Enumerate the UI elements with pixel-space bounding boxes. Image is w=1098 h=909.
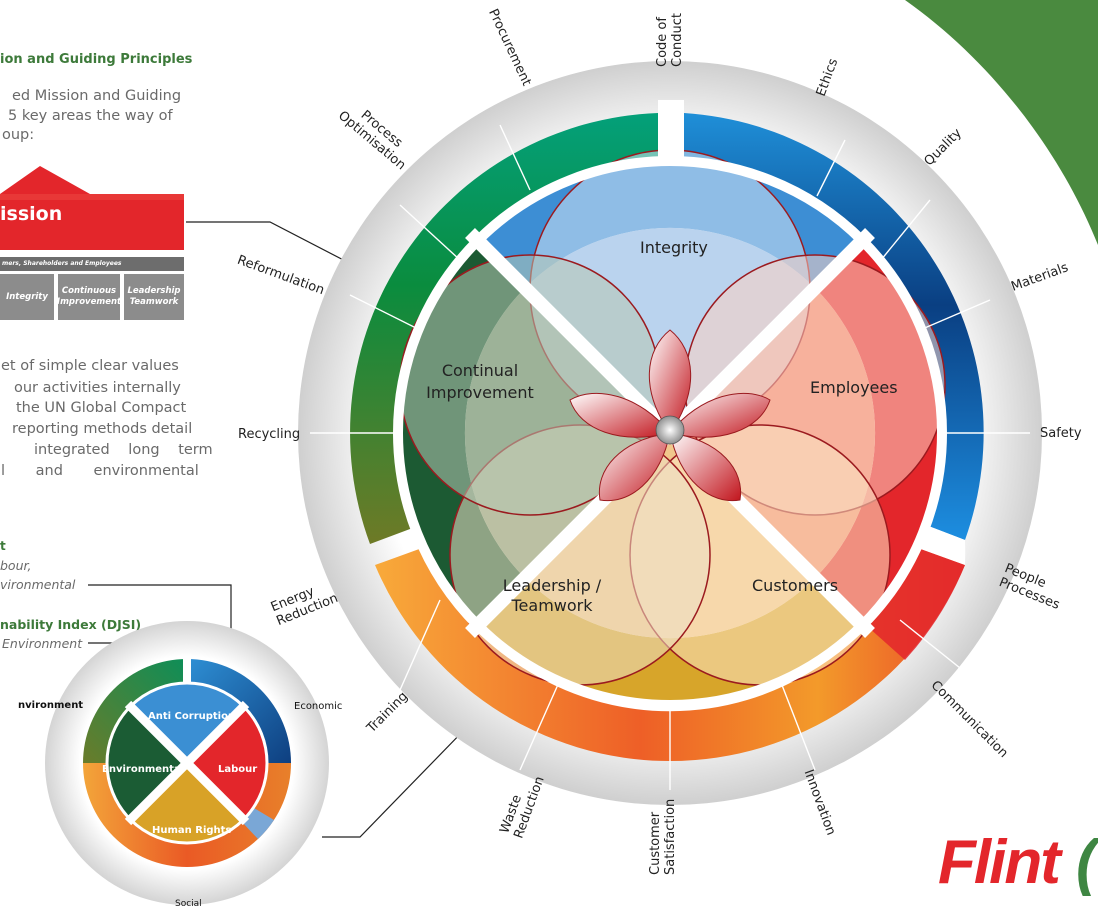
values-line: our activities internally [14, 380, 181, 396]
djsi-line: Environment [2, 636, 83, 651]
small-quadrant-labour: Labour [218, 764, 258, 775]
flint-logo-partial-letter: ( [1076, 828, 1097, 897]
flint-logo: Flint [938, 828, 1061, 897]
mission-banner [0, 166, 184, 250]
pill-leadership-teamwork: Leadership Teamwork [124, 274, 184, 320]
intro-line: 5 key areas the way of [8, 108, 173, 124]
mission-subbar: mers, Shareholders and Employees [0, 257, 184, 271]
pill-integrity: Integrity [0, 274, 54, 320]
ungc-line: bour, [0, 558, 32, 573]
outer-label-safety: Safety [1040, 426, 1082, 441]
small-quadrant-environmental: Environmental [102, 764, 185, 775]
mission-title: ission [0, 203, 63, 225]
outer-label-customer-satisfaction: Customer Satisfaction [648, 798, 678, 875]
values-line: the UN Global Compact [16, 400, 187, 416]
petal-customers: Customers [752, 576, 839, 595]
ungc-line: vironmental [0, 577, 76, 592]
petal-leadership-teamwork: Leadership / Teamwork [502, 576, 602, 615]
values-line: l and environmental [1, 463, 199, 479]
small-quadrant-human-rights: Human Rights [152, 825, 232, 836]
outer-label-recycling: Recycling [238, 427, 301, 442]
mission-heading: ion and Guiding Principles [0, 52, 193, 67]
small-ring-label-environment: nvironment [18, 700, 84, 711]
small-ring-label-social: Social [175, 899, 202, 909]
small-quadrant-anti-corruption: Anti Corruption [148, 711, 236, 722]
outer-label-code-of-conduct: Code of Conduct [655, 12, 685, 67]
intro-line: oup: [2, 127, 35, 143]
intro-line: ed Mission and Guiding [12, 88, 182, 104]
petal-integrity: Integrity [640, 238, 708, 257]
ungc-heading: t [0, 539, 6, 553]
petal-employees: Employees [810, 378, 898, 397]
values-line: integrated long term [34, 442, 213, 458]
small-ring-label-economic: Economic [294, 701, 343, 712]
petal-continual-improvement: Continual Improvement [426, 361, 534, 402]
pill-continuous-improvement: Continuous Improvement [57, 274, 121, 320]
values-line: reporting methods detail [12, 421, 193, 437]
values-line: et of simple clear values [1, 358, 179, 374]
